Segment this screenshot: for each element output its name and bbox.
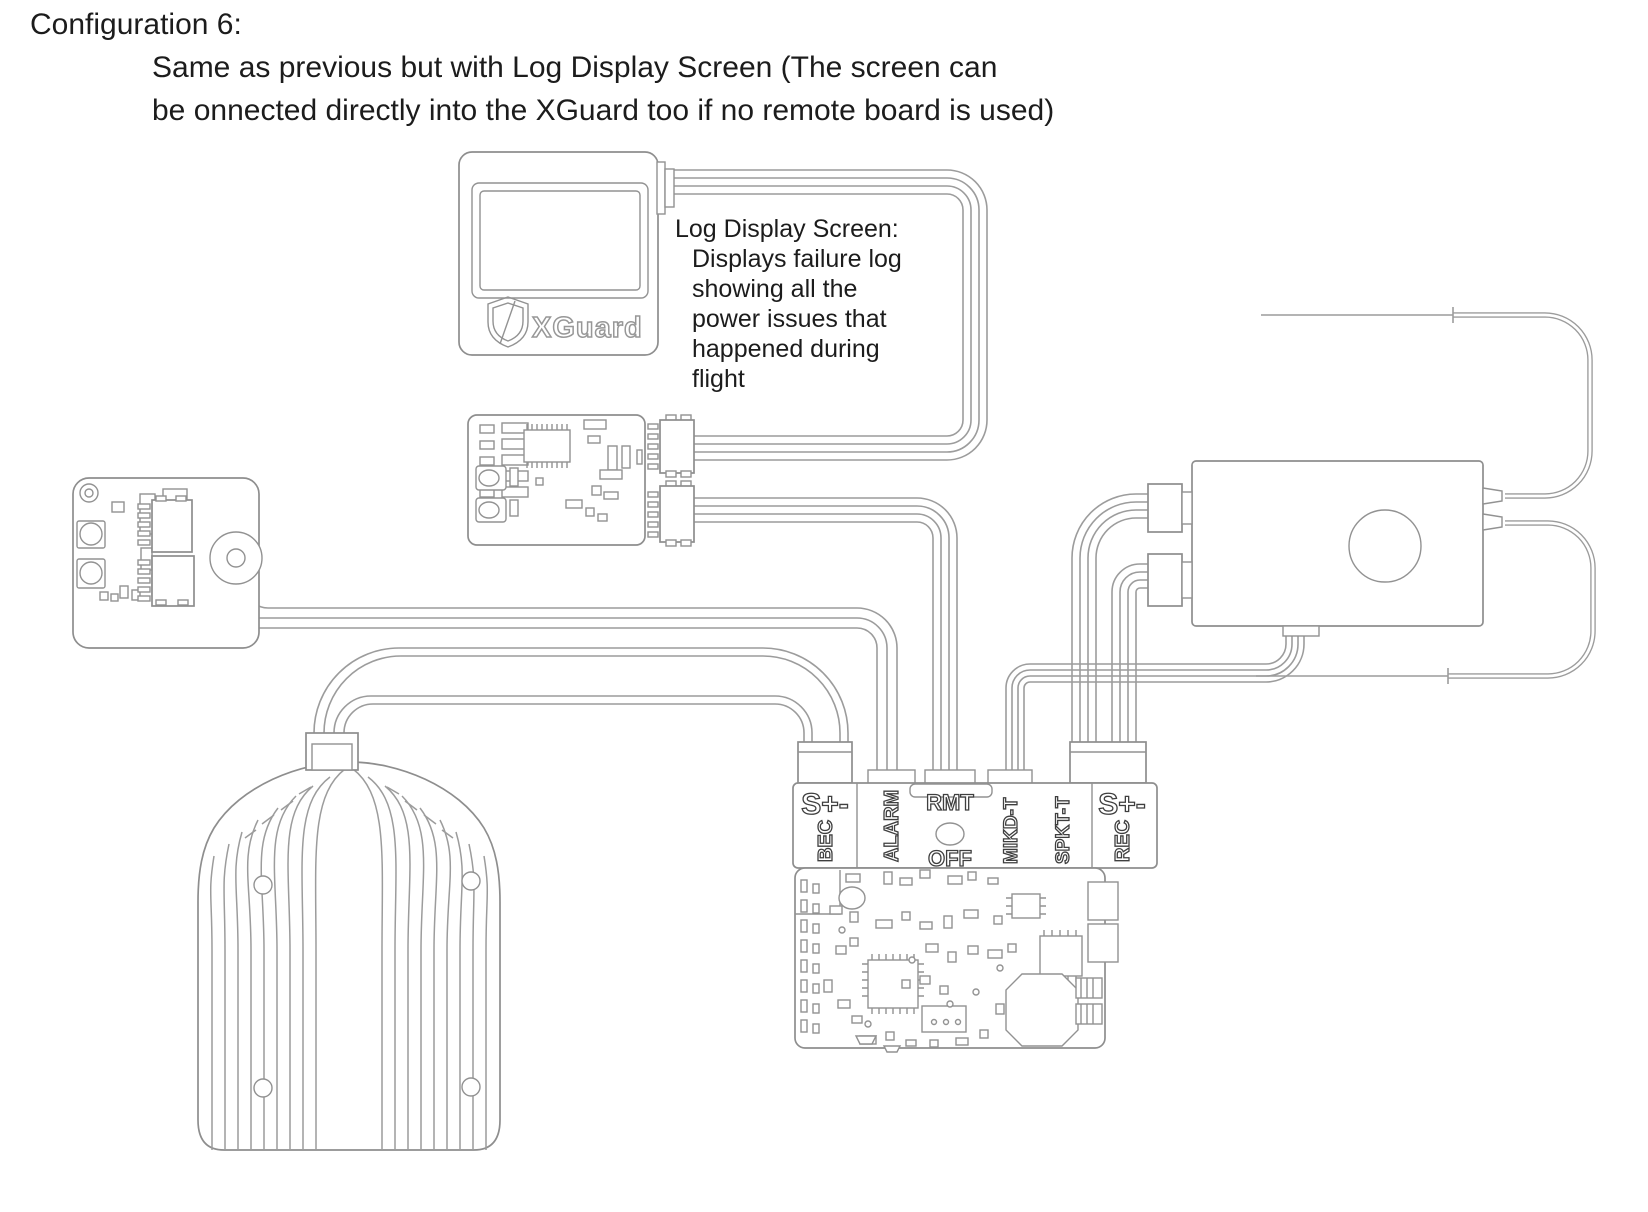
main-board-components bbox=[800, 869, 1119, 1053]
wire-esc-to-bec bbox=[313, 647, 849, 742]
config-subtitle-line1: Same as previous but with Log Display Sc… bbox=[152, 51, 997, 84]
bec-power-label: S+- bbox=[801, 788, 849, 821]
annotation-line: flight bbox=[692, 365, 745, 393]
wire-receiver-to-rec bbox=[1071, 493, 1148, 742]
bec-label: BEC bbox=[815, 820, 837, 862]
log-display-screen: XGuard bbox=[458, 151, 675, 356]
rec-label: REC bbox=[1112, 820, 1134, 862]
rmt-off-button bbox=[935, 822, 965, 846]
xguard-brand-label: XGuard bbox=[532, 312, 643, 344]
title-block: Configuration 6: Same as previous but wi… bbox=[30, 8, 1054, 127]
esc-heatsink bbox=[197, 732, 501, 1151]
annotation-line: showing all the bbox=[692, 275, 857, 303]
config-subtitle-line2: be onnected directly into the XGuard too… bbox=[152, 94, 1054, 127]
port-label-strip: S+- BEC ALARM RMT OFF MIKD-T SPKT-T S+- … bbox=[792, 782, 1158, 872]
xguard-unit-connectors bbox=[659, 414, 695, 547]
receiver-port-upper bbox=[1147, 483, 1183, 533]
esc-screw-holes bbox=[253, 871, 481, 1098]
display-connector-nub bbox=[656, 161, 666, 215]
annotation-line: power issues that bbox=[692, 305, 887, 333]
main-board: S+- BEC ALARM RMT OFF MIKD-T SPKT-T S+- … bbox=[792, 741, 1158, 1053]
mik d-label: MIKD-T bbox=[1001, 797, 1022, 864]
xguard-shield-icon bbox=[487, 296, 529, 348]
mikd-connector bbox=[987, 769, 1033, 785]
alarm-connector bbox=[867, 769, 916, 785]
spkt-label: SPKT-T bbox=[1053, 796, 1074, 864]
rec-plug bbox=[1069, 741, 1147, 784]
annotation-title: Log Display Screen: bbox=[675, 215, 899, 243]
xguard-unit-board bbox=[467, 414, 695, 547]
antenna-stub-lower bbox=[1482, 513, 1503, 531]
receiver-port-lower bbox=[1147, 553, 1183, 607]
wire-remote-to-alarm bbox=[196, 561, 898, 770]
annotation-line: Displays failure log bbox=[692, 245, 902, 273]
annotation-line: happened during bbox=[692, 335, 880, 363]
receiver bbox=[1147, 460, 1503, 637]
wire-receiver-to-mikd bbox=[1005, 636, 1305, 770]
alarm-label: ALARM bbox=[881, 790, 903, 862]
wire-xguard-to-rmt bbox=[694, 497, 958, 770]
rmt-label: RMT bbox=[926, 790, 974, 815]
antenna-stub-upper bbox=[1482, 487, 1503, 505]
rec-power-label: S+- bbox=[1098, 788, 1146, 821]
antenna-lower bbox=[1256, 520, 1596, 684]
bec-plug bbox=[797, 741, 853, 784]
receiver-bottom-tab bbox=[1282, 625, 1320, 637]
wire-display-to-xguard bbox=[674, 169, 988, 461]
xguard-unit-components bbox=[475, 419, 659, 538]
annotation-block: Log Display Screen: Displays failure log… bbox=[675, 215, 902, 393]
main-board-pcb bbox=[794, 867, 1119, 1053]
esc-fins-left bbox=[209, 768, 346, 1150]
receiver-bind-button bbox=[1348, 509, 1422, 583]
rmt-connector bbox=[924, 769, 976, 785]
xguard-unit-buttons bbox=[475, 465, 519, 523]
esc-fins-right bbox=[352, 768, 489, 1150]
remote-board-connectors bbox=[137, 495, 195, 607]
remote-board bbox=[72, 477, 263, 649]
antenna-upper bbox=[1261, 307, 1593, 499]
config-title: Configuration 6: bbox=[30, 8, 242, 41]
